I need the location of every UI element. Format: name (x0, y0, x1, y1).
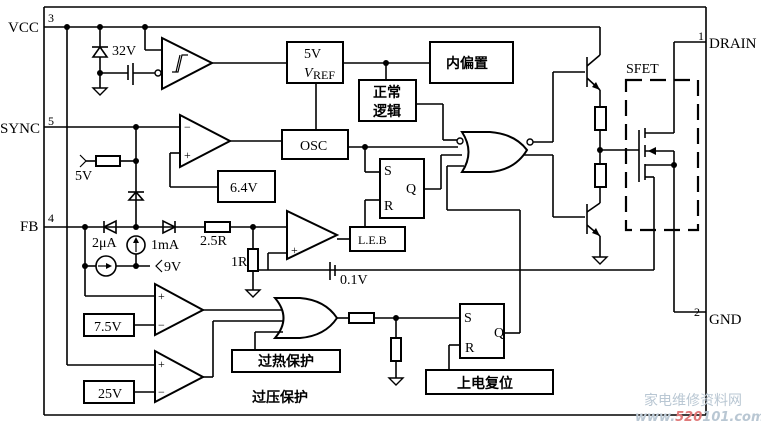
ff1-r-label: R (384, 199, 394, 214)
protection-flipflop: S R Q (448, 303, 521, 370)
src-9v-label: 9V (164, 260, 181, 275)
over-temp-block: 过热保护 (231, 349, 341, 373)
pin-sync-number: 5 (48, 114, 54, 128)
ref-75v-label: 7.5V (94, 320, 122, 335)
internal-bias-label: 内偏置 (446, 55, 488, 72)
internal-bias-block: 内偏置 (429, 41, 514, 84)
osc-label: OSC (300, 139, 327, 154)
diode-icon (102, 219, 117, 235)
pin-fb: FB 4 (20, 211, 54, 235)
pin-gnd-label: GND (709, 312, 742, 328)
plus-label: + (158, 357, 165, 371)
cur-1ma-label: 1mA (151, 238, 180, 253)
pin-sync: SYNC 5 (0, 114, 54, 137)
osc-block: OSC (281, 129, 458, 173)
upper-transistor (586, 27, 607, 203)
leb-flipflop: S R Q (364, 154, 462, 227)
pin-drain-label: DRAIN (709, 36, 757, 52)
res-1r-label: 1R (231, 255, 248, 270)
pin-vcc-number: 3 (48, 11, 54, 25)
ff2-q-label: Q (494, 326, 504, 341)
minus-label: − (158, 318, 165, 332)
minus-label: − (184, 120, 191, 134)
plus-label: + (184, 148, 191, 162)
pin-drain: DRAIN 1 (698, 29, 757, 52)
ovp-comparator-25: + − 25V 过压保护 (83, 320, 308, 406)
nor-gate (446, 71, 585, 312)
zener-diode-icon (91, 45, 109, 58)
pin-vcc: VCC 3 (8, 11, 54, 36)
normal-logic-block: 正常 逻辑 (358, 63, 458, 141)
watermark-line2: www.520101.com (635, 410, 761, 424)
bat-01v-label: 0.1V (340, 273, 368, 288)
vref-bottom-label: V (304, 66, 314, 81)
zener-32v-label: 32V (112, 44, 136, 59)
ff1-s-label: S (384, 164, 392, 179)
pin-fb-number: 4 (48, 211, 54, 225)
pin-drain-number: 1 (698, 29, 704, 43)
zener-diode-icon (127, 190, 145, 201)
ff1-q-label: Q (406, 182, 416, 197)
watermark-line1: 家电维修资料网 (644, 392, 742, 409)
plus-label: + (291, 243, 298, 257)
pin-fb-label: FB (20, 219, 38, 235)
pin-vcc-label: VCC (8, 20, 39, 36)
uvlo-comparator (144, 27, 287, 91)
vref-block: 5V V REF (286, 41, 430, 130)
over-voltage-label: 过压保护 (252, 389, 308, 406)
chip-outline (43, 6, 707, 416)
fb-section: 2μA 1mA 9V 2.5R 1R + (44, 209, 368, 298)
power-on-reset-block: 上电复位 (425, 369, 554, 395)
pin-gnd: GND 2 (694, 305, 742, 328)
sfet-label: SFET (626, 62, 659, 77)
hysteresis-icon (172, 54, 188, 73)
diode-icon (162, 219, 177, 235)
leb-label: L.E.B (358, 233, 387, 247)
ground-icon (591, 256, 609, 265)
res-25r-label: 2.5R (200, 234, 228, 249)
vref-top-label: 5V (304, 47, 321, 62)
lower-transistor (586, 202, 609, 265)
ff2-r-label: R (465, 341, 475, 356)
over-temp-label: 过热保护 (258, 353, 314, 370)
src-5v-label: 5V (75, 169, 92, 184)
voltage-source-arrow-icon (79, 154, 87, 168)
vcc-rail (44, 24, 600, 366)
ref-6v4-label: 6.4V (230, 181, 258, 196)
protection-or-gate (254, 297, 460, 386)
ground-icon (244, 289, 262, 298)
normal-logic-label-2: 逻辑 (373, 103, 401, 120)
ff2-s-label: S (464, 311, 472, 326)
plus-label: + (158, 289, 165, 303)
sync-section: 5V − + (44, 113, 282, 227)
minus-label: − (158, 385, 165, 399)
ref-25v-label: 25V (98, 387, 122, 402)
vref-sub-label: REF (313, 68, 335, 82)
voltage-source-arrow-icon (155, 259, 163, 273)
cur-2ua-label: 2μA (92, 236, 118, 251)
leb-block: L.E.B (349, 226, 406, 252)
watermark: 家电维修资料网 www.520101.com (635, 392, 761, 424)
ref-6v4-block: 6.4V (217, 170, 276, 203)
pin-sync-label: SYNC (0, 121, 40, 137)
zener-32v: 32V (91, 27, 155, 96)
ground-icon (387, 377, 405, 386)
ground-icon (91, 87, 109, 96)
normal-logic-label-1: 正常 (373, 84, 401, 101)
ovp-comparator-75: + − 7.5V (83, 282, 285, 337)
power-on-reset-label: 上电复位 (457, 375, 513, 392)
sfet-block: SFET (255, 41, 706, 313)
